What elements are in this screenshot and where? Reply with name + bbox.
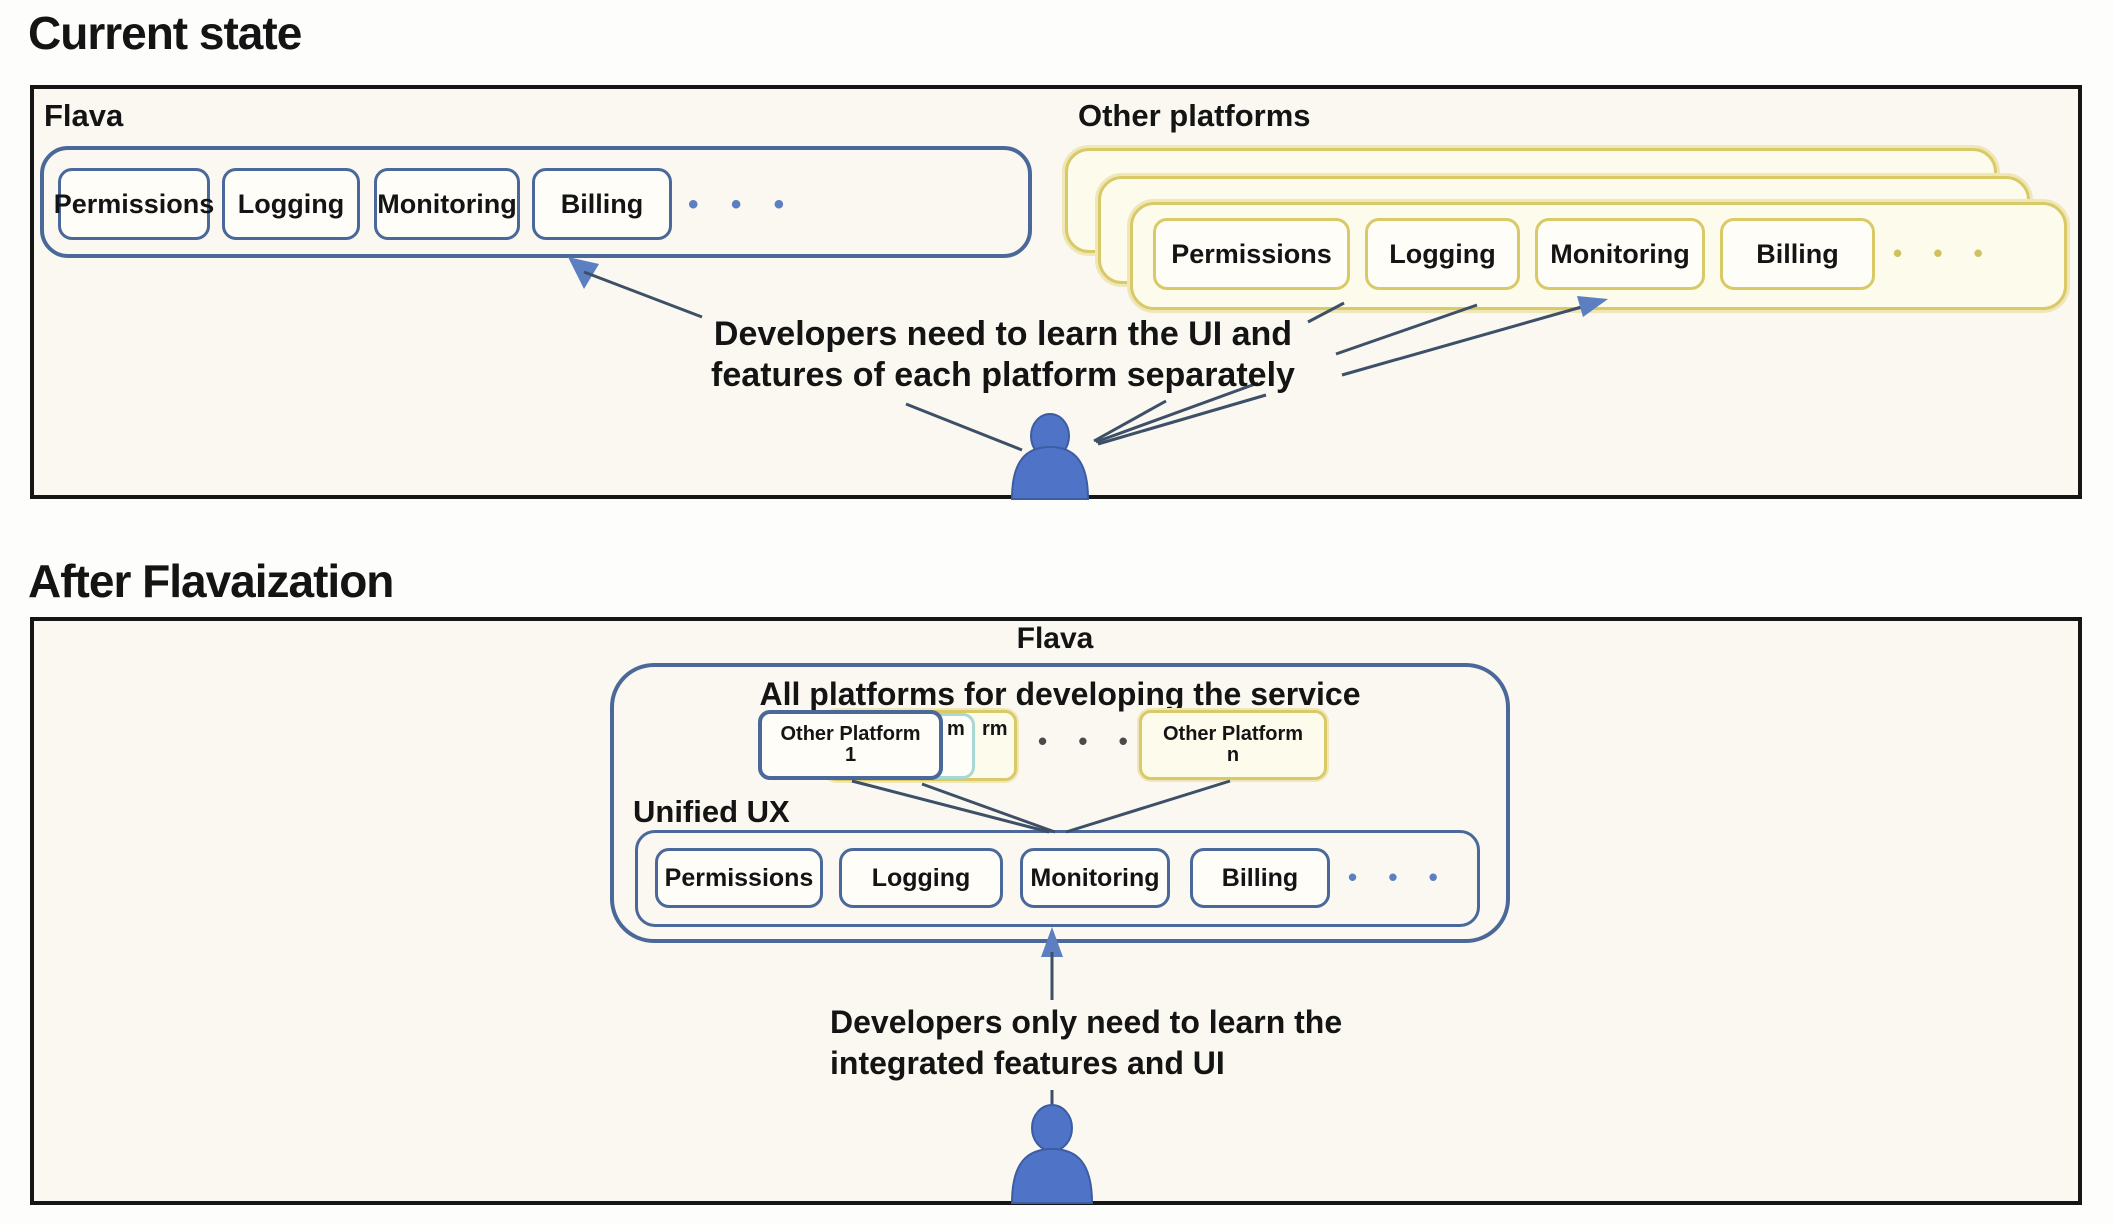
current-note-line1: Developers need to learn the UI and (713, 315, 1293, 353)
other-feature-monitoring: Monitoring (1535, 218, 1705, 290)
other-ellipsis-dots: • • • (1893, 238, 1995, 268)
ux-feature-monitoring: Monitoring (1020, 848, 1170, 908)
flava-feature-logging: Logging (222, 168, 360, 240)
after-platforms-ellipsis: • • • (1038, 726, 1140, 756)
other-feature-logging: Logging (1365, 218, 1520, 290)
flava-label: Flava (44, 98, 124, 133)
other-feature-permissions: Permissions (1153, 218, 1350, 290)
flava-feature-billing: Billing (532, 168, 672, 240)
current-state-title: Current state (28, 7, 302, 59)
current-note-line2: features of each platform separately (711, 356, 1295, 394)
ux-feature-logging: Logging (839, 848, 1003, 908)
ux-feature-billing: Billing (1190, 848, 1330, 908)
ux-ellipsis-dots: • • • (1348, 862, 1450, 892)
unified-ux-container (635, 830, 1480, 927)
other-feature-billing: Billing (1720, 218, 1875, 290)
after-note: Developers only need to learn the integr… (830, 1002, 1342, 1084)
after-flava-label: Flava (1016, 622, 1094, 655)
flava-feature-monitoring: Monitoring (374, 168, 520, 240)
after-flavaization-title: After Flavaization (28, 555, 394, 607)
other-platforms-label: Other platforms (1078, 98, 1311, 133)
hidden-platform-fragment-1: m (947, 718, 965, 740)
after-subtitle: All platforms for developing the service (759, 676, 1361, 712)
flava-feature-permissions: Permissions (54, 168, 214, 240)
flava-ellipsis-dots: • • • (688, 188, 797, 221)
flava-container (40, 146, 1032, 258)
current-note: Developers need to learn the UI and feat… (650, 314, 1356, 396)
after-note-line1: Developers only need to learn the (830, 1004, 1343, 1040)
ux-feature-permissions: Permissions (655, 848, 823, 908)
after-note-line2: integrated features and UI (830, 1045, 1225, 1081)
hidden-platform-fragment-2: rm (982, 718, 1008, 740)
unified-ux-label: Unified UX (633, 794, 790, 829)
